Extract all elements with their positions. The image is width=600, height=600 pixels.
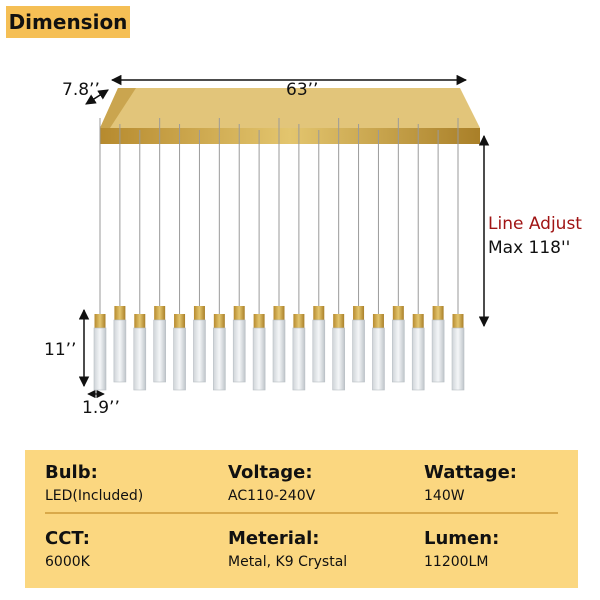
pendant — [312, 130, 326, 383]
pendant — [392, 118, 405, 383]
pendant — [292, 124, 306, 391]
spec-cct-value: 6000K — [45, 554, 90, 570]
pendant — [93, 118, 107, 391]
spec-wattage-label: Wattage: — [424, 462, 518, 483]
pendant — [193, 130, 206, 383]
pendant — [213, 118, 226, 391]
pendant — [411, 124, 425, 391]
spec-bulb: Bulb: LED(Included) — [45, 462, 225, 506]
pendant-width-label: 1.9’’ — [82, 398, 120, 418]
pendant — [372, 130, 385, 391]
line-adjust-label: Line Adjust — [488, 214, 582, 234]
spec-bulb-value: LED(Included) — [45, 488, 144, 504]
pendant — [232, 124, 246, 383]
pendant — [133, 130, 147, 391]
spec-voltage-value: AC110-240V — [228, 488, 316, 504]
spec-bulb-label: Bulb: — [45, 462, 98, 483]
pendant — [431, 130, 445, 383]
chandelier-drawing — [78, 74, 490, 399]
spec-material: Meterial: Metal, K9 Crystal — [228, 528, 408, 572]
spec-divider — [45, 512, 558, 514]
spec-voltage: Voltage: AC110-240V — [228, 462, 408, 506]
spec-material-label: Meterial: — [228, 528, 320, 549]
pendants — [93, 118, 465, 391]
spec-lumen-value: 11200LM — [424, 554, 489, 570]
canopy — [100, 88, 480, 144]
spec-material-value: Metal, K9 Crystal — [228, 554, 348, 570]
pendant — [153, 118, 166, 383]
spec-panel: Bulb: LED(Included) Voltage: AC110-240V … — [25, 450, 578, 588]
pendant — [272, 118, 286, 383]
depth-arrow — [85, 89, 109, 105]
spec-voltage-label: Voltage: — [228, 462, 313, 483]
pendant-height-label: 11’’ — [44, 340, 77, 360]
spec-wattage: Wattage: 140W — [424, 462, 600, 506]
spec-wattage-value: 140W — [424, 488, 465, 504]
line-adjust-note: Line Adjust Max 118'' — [488, 212, 582, 260]
depth-label: 7.8’’ — [62, 80, 100, 100]
spec-lumen: Lumen: 11200LM — [424, 528, 600, 572]
pendant — [352, 124, 365, 383]
length-label: 63’’ — [286, 80, 319, 100]
pendant — [113, 124, 127, 383]
pendant — [173, 124, 186, 391]
spec-cct-label: CCT: — [45, 528, 90, 549]
dimension-badge: Dimension — [6, 6, 130, 38]
dimension-badge-label: Dimension — [8, 10, 128, 34]
spec-cct: CCT: 6000K — [45, 528, 225, 572]
line-adjust-max: Max 118'' — [488, 238, 571, 258]
pendant — [451, 118, 465, 391]
pendant — [252, 130, 266, 391]
pendant — [332, 118, 345, 391]
spec-lumen-label: Lumen: — [424, 528, 500, 549]
